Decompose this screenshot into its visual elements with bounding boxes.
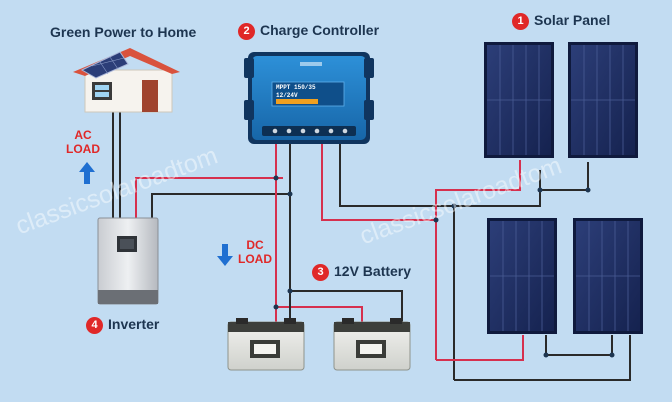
battery-2-icon (333, 318, 411, 371)
home-title: Green Power to Home (50, 24, 197, 40)
panel-title-text: Solar Panel (534, 12, 611, 28)
dc-load-down-arrow-icon (217, 244, 233, 266)
solar-panel-3-icon (487, 218, 557, 334)
dc-load-label: DC LOAD (234, 238, 276, 266)
panel-number-badge: 1 (512, 13, 529, 30)
battery-title: 3 12V Battery (312, 263, 411, 281)
battery-1-icon (227, 318, 305, 371)
inverter-positive-wire (135, 177, 283, 218)
inverter-number-badge: 4 (86, 317, 103, 334)
battery-number-badge: 3 (312, 264, 329, 281)
dc-load-line1: DC (246, 238, 264, 252)
controller-title: 2 Charge Controller (238, 22, 379, 40)
controller-display-line1: MPPT 150/35 (276, 84, 316, 91)
solar-panel-1-icon (484, 42, 554, 158)
controller-title-text: Charge Controller (260, 22, 380, 38)
inverter-negative-wire (151, 193, 290, 218)
inverter-icon (97, 217, 159, 305)
panel-title: 1 Solar Panel (512, 12, 610, 30)
home-icon (73, 48, 180, 113)
battery-title-text: 12V Battery (334, 263, 412, 279)
bottom-array-positive (436, 335, 524, 361)
battery-positive-bus (276, 306, 363, 322)
dc-load-line2: LOAD (238, 252, 272, 266)
ac-load-label: AC LOAD (64, 128, 102, 156)
solar-panel-2-icon (568, 42, 638, 158)
ac-load-line1: AC (74, 128, 92, 142)
inverter-title-text: Inverter (108, 316, 160, 332)
battery-negative-bus (290, 290, 403, 322)
charge-controller-icon (244, 52, 374, 144)
ac-load-up-arrow-icon (79, 162, 95, 184)
bottom-array-link (545, 335, 613, 356)
controller-number-badge: 2 (238, 23, 255, 40)
inverter-title: 4 Inverter (86, 316, 159, 334)
top-array-positive (435, 160, 521, 220)
panel-negative-feed (339, 140, 455, 380)
panel-positive-feed (321, 140, 437, 360)
bottom-array-negative (454, 335, 631, 381)
junction-dots (273, 175, 615, 358)
ac-load-line2: LOAD (66, 142, 100, 156)
solar-panel-4-icon (573, 218, 643, 334)
controller-display-line2: 12/24V (276, 92, 298, 99)
